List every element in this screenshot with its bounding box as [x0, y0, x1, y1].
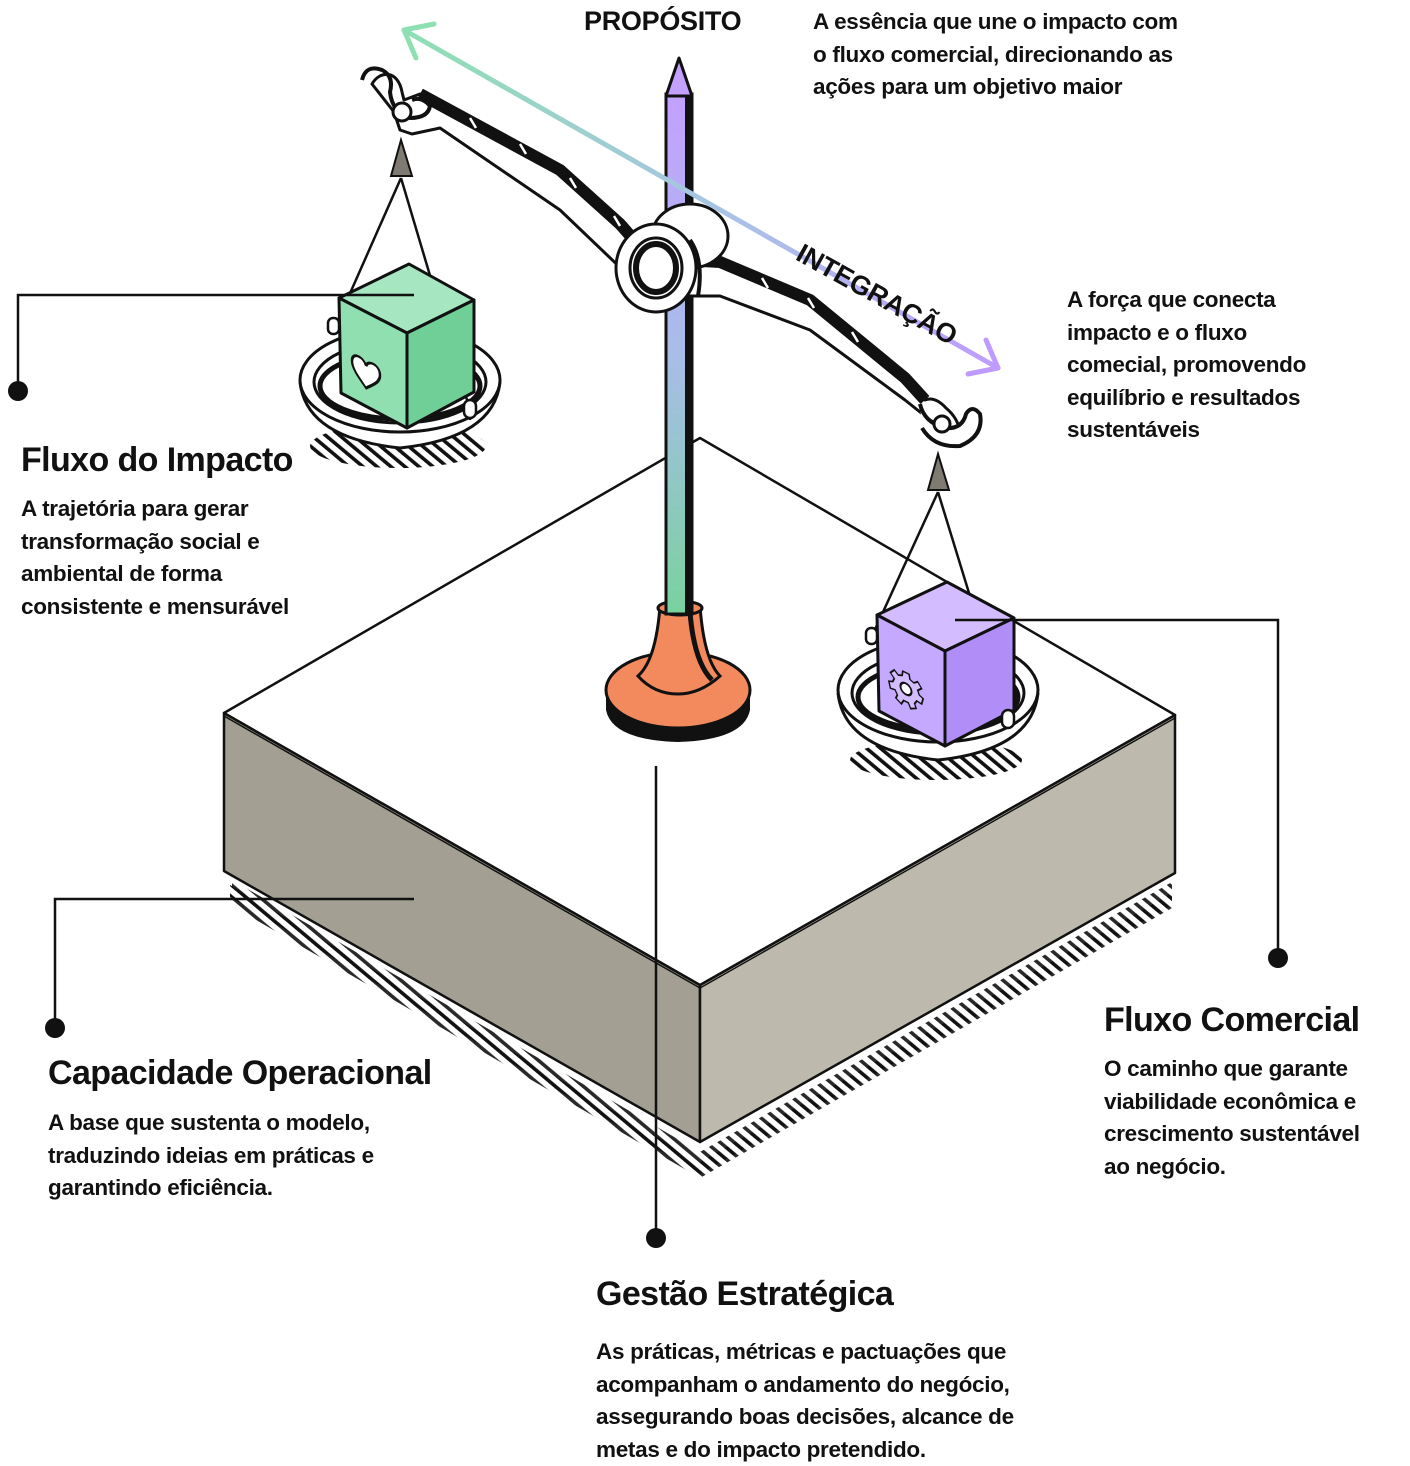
- capacidade-operacional-title: Capacidade Operacional: [48, 1054, 432, 1092]
- right-pan-group: [836, 450, 1040, 780]
- dot-fluxo-comercial: [1268, 948, 1288, 968]
- proposito-label: PROPÓSITO: [584, 6, 742, 36]
- beam: [360, 66, 983, 449]
- integracao-description: A força que conecta impacto e o fluxo co…: [1067, 287, 1307, 442]
- capacidade-operacional-description: A base que sustenta o modelo, traduzindo…: [48, 1110, 374, 1200]
- dot-capacidade: [45, 1018, 65, 1038]
- leader-fluxo-impacto: [16, 293, 414, 388]
- gestao-estrategica-description: As práticas, métricas e pactuações que a…: [596, 1339, 1014, 1462]
- fluxo-comercial-title: Fluxo Comercial: [1104, 1001, 1360, 1039]
- left-pan-group: [298, 136, 502, 468]
- leader-fluxo-comercial: [955, 618, 1280, 957]
- base-shadow-right: [700, 882, 1172, 1178]
- fluxo-comercial-description: O caminho que garante viabilidade econôm…: [1104, 1056, 1360, 1179]
- leader-lines: [16, 293, 1280, 1236]
- heart-icon: [350, 354, 382, 390]
- impact-cube: [337, 262, 476, 430]
- dot-gestao: [646, 1228, 666, 1248]
- fluxo-impacto-title: Fluxo do Impacto: [21, 441, 293, 479]
- dot-fluxo-impacto: [8, 381, 28, 401]
- gear-icon: [887, 668, 925, 710]
- right-hanger: [926, 450, 951, 491]
- leader-capacidade: [53, 897, 414, 1026]
- fluxo-impacto-description: A trajetória para gerar transformação so…: [21, 496, 289, 619]
- commercial-cube: [875, 580, 1016, 748]
- left-hanger: [389, 136, 414, 177]
- pole-tip: [664, 56, 694, 98]
- gestao-estrategica-title: Gestão Estratégica: [596, 1275, 894, 1313]
- proposito-description: A essência que une o impacto com o fluxo…: [813, 9, 1178, 99]
- integracao-arrow: [401, 21, 1001, 377]
- leader-dots: [8, 381, 1288, 1248]
- base-shadow-left: [232, 880, 700, 1178]
